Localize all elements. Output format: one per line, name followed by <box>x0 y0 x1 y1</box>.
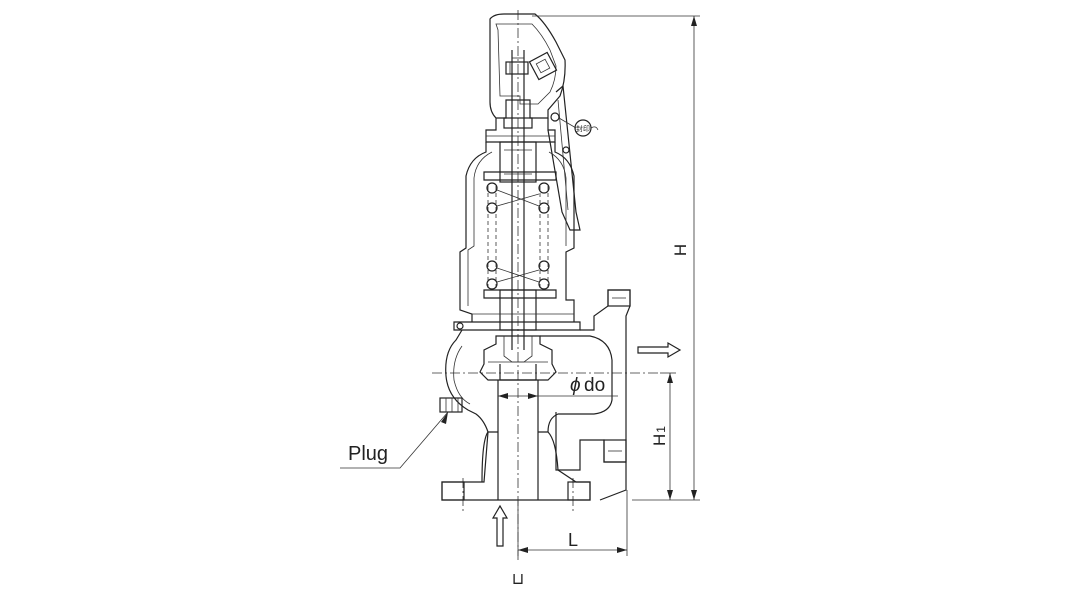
dia-label: do <box>584 375 605 396</box>
valve-body <box>441 289 631 501</box>
dim-h1 <box>660 372 676 500</box>
plug-label: Plug <box>348 443 388 465</box>
spring-housing <box>459 142 575 322</box>
dim-h <box>532 15 700 501</box>
center-lines <box>432 10 660 560</box>
dia-symbol: ϕ <box>570 375 581 396</box>
height-label: H <box>671 244 690 256</box>
dim-do <box>498 393 618 399</box>
lift-lever: 封印 <box>547 84 599 231</box>
height1-label: H1 <box>650 426 669 446</box>
disc-seat <box>479 335 557 381</box>
bonnet-cap <box>485 13 566 143</box>
inlet-flow-arrow <box>491 504 509 547</box>
length-label: L <box>568 530 578 550</box>
outlet-flow-arrow <box>637 341 682 359</box>
seal-tag: 封印 <box>576 124 590 133</box>
bonnet-flange <box>453 289 581 331</box>
dim-l <box>517 490 628 556</box>
spring <box>483 182 557 299</box>
bottom-mark: ⊔ <box>512 571 524 588</box>
drain-plug <box>340 397 463 469</box>
